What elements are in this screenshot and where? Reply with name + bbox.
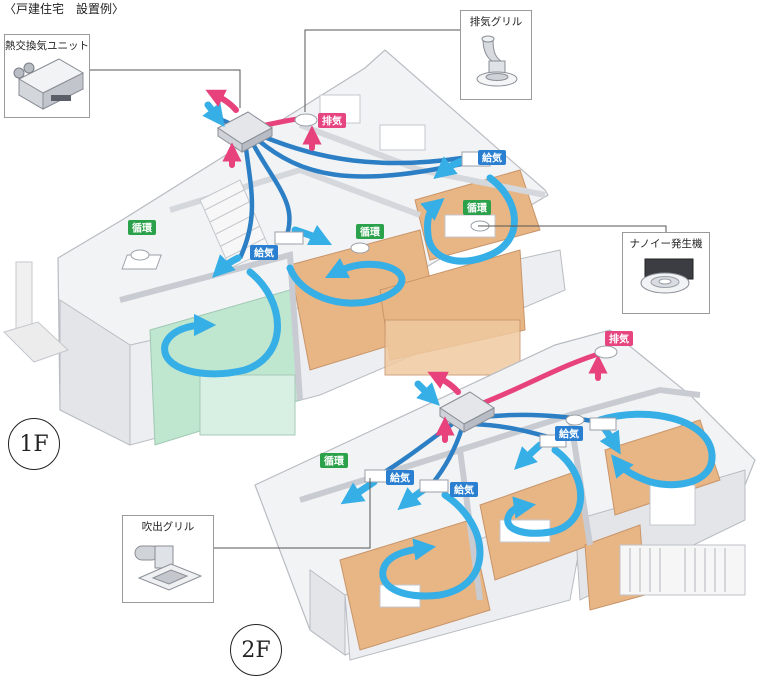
supply-grille-icon [134,545,203,591]
svg-text:給気: 給気 [254,247,274,260]
callout-label: 熱交換気ユニット [5,40,89,52]
tag-exhaust-1f: 排気 [318,113,346,128]
supply-duct [237,139,255,259]
tag-circulation-2f: 循環 [320,453,348,468]
svg-text:循環: 循環 [132,222,153,235]
callout-supply-grille: 吹出グリル [122,515,214,603]
svg-text:給気: 給気 [390,472,410,485]
nanoe-generator-icon [640,258,694,294]
second-floor-grilles [364,345,618,493]
supply-grille-icon [419,479,449,493]
supply-duct [430,427,465,486]
first-floor-grilles [121,113,491,270]
svg-text:循環: 循環 [360,226,381,239]
supply-duct [261,133,463,166]
supply-duct [250,140,292,241]
svg-text:排気: 排気 [609,333,629,346]
tag-supply-2f-left: 給気 [386,470,414,485]
tag-supply-2f-right: 給気 [555,426,583,441]
svg-text:給気: 給気 [482,152,502,165]
svg-text:給気: 給気 [454,484,474,497]
callout-label: 排気グリル [469,16,523,28]
balcony-railing [619,544,746,596]
tag-supply-1f-kitchen: 給気 [478,150,506,165]
svg-text:給気: 給気 [559,428,579,441]
first-floor-ducts [214,111,471,259]
nanoe-device-icon [350,242,370,254]
second-floor-airflow [340,380,716,600]
exhaust-grille-icon [594,345,618,359]
page-title: 〈戸建住宅 設置例〉 [4,2,125,16]
callout-exhaust-grille: 排気グリル [460,10,532,100]
callout-label: 吹出グリル [141,521,195,533]
tag-circulation-1f-center: 循環 [356,224,384,239]
tag-supply-2f-center: 給気 [450,482,478,497]
svg-text:循環: 循環 [467,202,488,215]
tag-supply-1f-hall: 給気 [250,245,278,260]
heat-exchange-unit-icon [13,58,85,110]
tag-circulation-1f-right: 循環 [463,200,491,215]
tag-circulation-1f-left: 循環 [128,220,156,235]
floor-label-1f: 1F [8,418,60,470]
floor-label-2f: 2F [230,624,282,676]
glass-door [199,374,296,436]
supply-grille-icon [274,231,304,245]
exhaust-grille-icon [294,113,318,127]
first-floor-exhaust-arrows [205,89,322,168]
tag-exhaust-2f: 排気 [605,331,633,346]
supply-duct [256,138,471,179]
nanoe-device-icon [565,414,585,426]
supply-grille-icon [589,417,617,431]
exhaust-grille-icon [476,35,518,87]
svg-text:循環: 循環 [324,455,345,468]
callout-label: ナノイー発生機 [629,238,703,250]
second-floor-exhaust-arrows [427,354,608,443]
callout-nanoe-generator: ナノイー発生機 [622,232,710,314]
callout-heat-exchange-unit: 熱交換気ユニット [4,34,90,118]
svg-text:排気: 排気 [322,115,342,128]
nanoe-device-icon [130,249,150,261]
window-frame [384,319,521,376]
